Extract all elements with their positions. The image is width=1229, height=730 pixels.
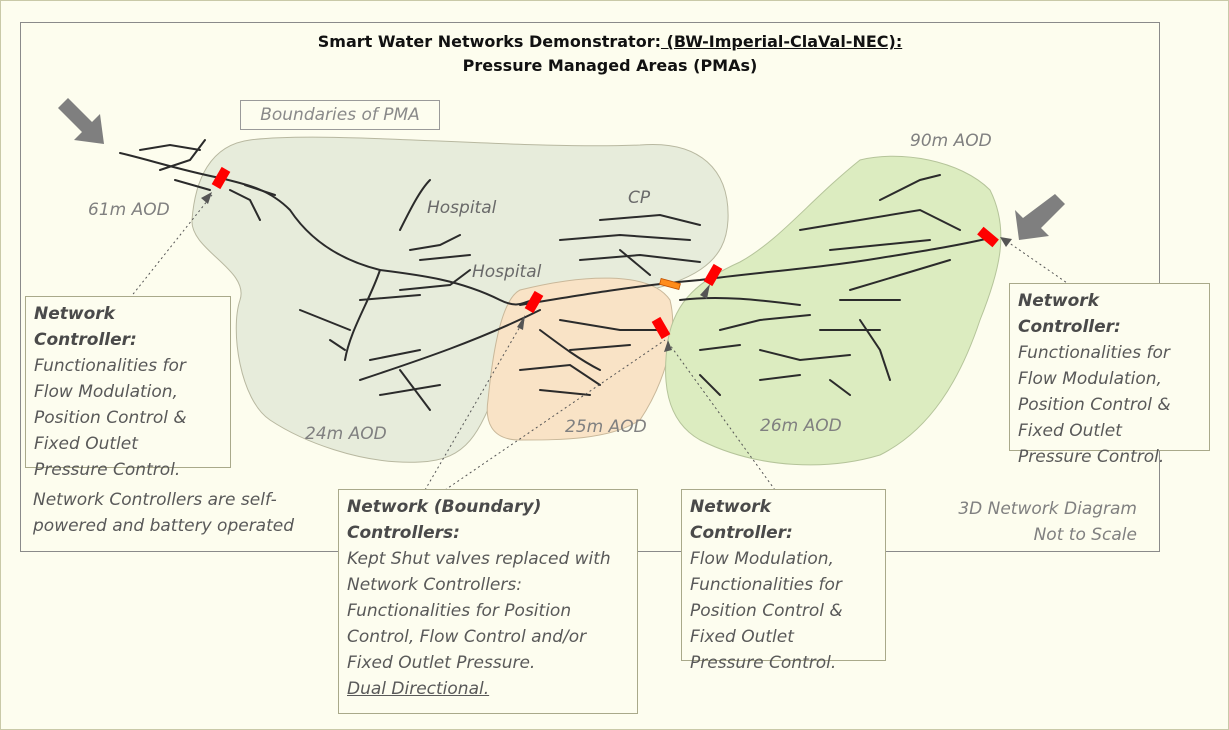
inflow-arrow-right xyxy=(1015,194,1065,240)
pipe-network xyxy=(119,139,991,411)
controller-box-left: Network Controller: Functionalities for … xyxy=(25,296,231,480)
scale-note-line-2: Not to Scale xyxy=(1033,525,1137,545)
controller-box-left-line: Position Control & xyxy=(34,408,187,428)
title-line-1b: (BW-Imperial-ClaVal-NEC): xyxy=(660,32,903,51)
controller-box-right: Network Controller: Functionalities for … xyxy=(1009,283,1210,467)
title-line-2: Pressure Managed Areas (PMAs) xyxy=(462,56,758,75)
hospital-label-1: Hospital xyxy=(427,198,497,218)
controller-box-right-line: Functionalities for xyxy=(1018,343,1170,363)
controller-valve-boundary-b xyxy=(703,263,723,287)
boundary-box-line: Kept Shut valves replaced with xyxy=(347,549,611,569)
title-line-1a: Smart Water Networks Demonstrator: xyxy=(317,32,661,51)
aod-label-24: 24m AOD xyxy=(305,424,387,444)
controller-box-right-line: Pressure Control. xyxy=(1018,447,1165,467)
controller-box-left-line: Flow Modulation, xyxy=(34,382,178,402)
controller-box-middle-line: Pressure Control. xyxy=(690,653,837,673)
scale-note: 3D Network Diagram Not to Scale xyxy=(958,496,1137,548)
controller-box-right-line: Flow Modulation, xyxy=(1018,369,1162,389)
aod-label-26: 26m AOD xyxy=(760,416,842,436)
inflow-arrow-left xyxy=(58,98,104,144)
controller-box-middle-line: Flow Modulation, xyxy=(690,549,834,569)
boundary-box-line: Control, Flow Control and/or xyxy=(347,627,587,647)
controller-box-middle-heading: Network Controller: xyxy=(690,497,793,543)
controller-box-middle-line: Position Control & xyxy=(690,601,843,621)
controller-box-middle-line: Functionalities for xyxy=(690,575,842,595)
battery-note: Network Controllers are self- powered an… xyxy=(33,487,294,539)
boundary-box-line: Functionalities for Position xyxy=(347,601,572,621)
dotted-leaders xyxy=(129,194,1071,491)
controller-valve-90m xyxy=(977,226,999,248)
boundary-controller-box: Network (Boundary) Controllers: Kept Shu… xyxy=(338,489,638,714)
leader-arrowheads xyxy=(201,192,1012,352)
aod-label-25: 25m AOD xyxy=(565,417,647,437)
boundary-valve-closed xyxy=(659,278,681,290)
pma-boundaries-label: Boundaries of PMA xyxy=(240,100,440,130)
battery-note-line-1: Network Controllers are self- xyxy=(33,490,277,510)
controller-valve-26m xyxy=(651,316,671,340)
controller-box-middle-line: Fixed Outlet xyxy=(690,627,794,647)
network-controllers xyxy=(211,166,999,340)
controller-box-right-line: Position Control & xyxy=(1018,395,1171,415)
aod-label-61: 61m AOD xyxy=(88,200,170,220)
boundary-box-line: Fixed Outlet Pressure. xyxy=(347,653,536,673)
aod-label-90: 90m AOD xyxy=(910,131,992,151)
boundary-box-dual-directional: Dual Directional. xyxy=(347,679,490,699)
diagram-title: Smart Water Networks Demonstrator: (BW-I… xyxy=(200,30,1020,78)
controller-box-left-line: Pressure Control. xyxy=(34,460,181,480)
controller-box-left-heading: Network Controller: xyxy=(34,304,137,350)
controller-box-left-line: Fixed Outlet xyxy=(34,434,138,454)
hospital-label-2: Hospital xyxy=(472,262,542,282)
controller-valve-boundary-a xyxy=(524,290,544,314)
controller-box-left-line: Functionalities for xyxy=(34,356,186,376)
controller-box-middle: Network Controller: Flow Modulation, Fun… xyxy=(681,489,886,673)
scale-note-line-1: 3D Network Diagram xyxy=(958,499,1137,519)
controller-box-right-heading: Network Controller: xyxy=(1018,291,1121,337)
cp-label: CP xyxy=(628,188,651,208)
boundary-box-heading-1: Network (Boundary) xyxy=(347,497,542,517)
controller-box-right-line: Fixed Outlet xyxy=(1018,421,1122,441)
battery-note-line-2: powered and battery operated xyxy=(33,516,295,536)
pma-26m-zone xyxy=(665,155,1002,466)
boundary-box-heading-2: Controllers: xyxy=(347,523,460,543)
controller-valve-61m xyxy=(211,166,231,190)
boundary-box-line: Network Controllers: xyxy=(347,575,522,595)
